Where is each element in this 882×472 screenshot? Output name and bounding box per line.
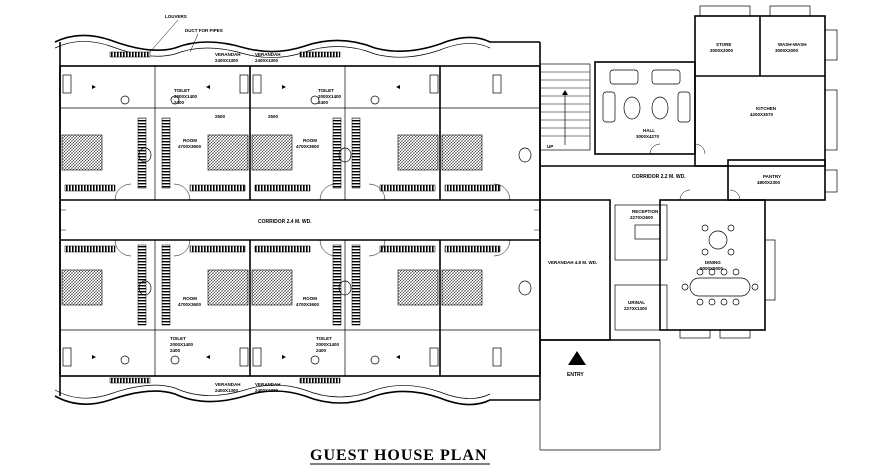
label-room-3: ROOM <box>183 296 197 301</box>
staircase <box>539 63 591 151</box>
label-dining: DINING <box>705 260 721 265</box>
label-store: STORE <box>716 42 731 47</box>
main-block-walls <box>54 34 541 406</box>
label-room-3-dim: 4700X3600 <box>178 302 202 307</box>
plan-title: GUEST HOUSE PLAN <box>310 447 488 464</box>
label-dim-2500-a: 2500 <box>215 114 226 119</box>
label-pantry: PANTRY <box>763 174 781 179</box>
label-veranda-1: VERANDAH <box>215 52 241 57</box>
label-duct: DUCT FOR PIPES <box>185 28 223 33</box>
label-toilet-1: TOILET <box>174 88 190 93</box>
label-dining-dim: 5000X5000 <box>700 266 724 271</box>
label-veranda-2-dim: 2400X1300 <box>255 58 279 63</box>
label-room-1: ROOM <box>183 138 197 143</box>
label-toilet-2-dim: 2000X1400 <box>318 94 342 99</box>
label-hall: HALL <box>643 128 655 133</box>
label-toilet-4: TOILET <box>316 336 332 341</box>
label-toilet-3: TOILET <box>170 336 186 341</box>
label-toilet-3-dim: 2000X1400 <box>170 342 194 347</box>
label-urinal-dim: 2270X1300 <box>624 306 648 311</box>
label-veranda-side: VERANDAH 4.8 M. WD. <box>548 260 597 265</box>
label-up: UP <box>547 144 553 149</box>
label-room-1-dim: 4700X3600 <box>178 144 202 149</box>
label-dim-2500-b: 2500 <box>268 114 279 119</box>
label-toilet-1-dimb: 2400 <box>174 100 185 105</box>
label-toilet-2: TOILET <box>318 88 334 93</box>
label-toilet-3-dimb: 2400 <box>170 348 181 353</box>
label-pantry-dim: 4800X2300 <box>757 180 781 185</box>
label-louvers: LOUVERS <box>165 14 187 19</box>
beds <box>61 134 483 306</box>
label-reception-dim: 2270X2600 <box>630 215 654 220</box>
label-corridor-top: CORRIDOR 2.2 M. WD. <box>632 174 686 180</box>
label-entry: ENTRY <box>567 372 584 378</box>
label-veranda-3-dim: 2400X1300 <box>215 388 239 393</box>
label-room-4-dim: 4700X3600 <box>296 302 320 307</box>
label-store-dim: 3000X2000 <box>710 48 734 53</box>
label-veranda-2: VERANDAH <box>255 52 281 57</box>
label-veranda-4: VERANDAH <box>255 382 281 387</box>
label-toilet-4-dim: 2000X1400 <box>316 342 340 347</box>
plan-labels: LOUVERS DUCT FOR PIPES VERANDAH 2400X130… <box>149 14 807 393</box>
label-veranda-3: VERANDAH <box>215 382 241 387</box>
label-veranda-4-dim: 2400X1300 <box>255 388 279 393</box>
label-room-2-dim: 4700X3600 <box>296 144 320 149</box>
label-corridor-main: CORRIDOR 2.4 M. WD. <box>258 219 312 225</box>
label-room-4: ROOM <box>303 296 317 301</box>
label-toilet-2-dimb: 2400 <box>318 100 329 105</box>
label-toilet-1-dim: 2000X1400 <box>174 94 198 99</box>
label-room-2: ROOM <box>303 138 317 143</box>
right-wing-walls <box>539 5 838 451</box>
label-urinal: URINAL <box>628 300 645 305</box>
label-wash: WASH-WASH <box>778 42 807 47</box>
label-wash-dim: 3000X2000 <box>775 48 799 53</box>
label-veranda-1-dim: 2400X1300 <box>215 58 239 63</box>
fixtures <box>62 74 532 367</box>
label-kitchen-dim: 4200X3570 <box>750 112 774 117</box>
label-hall-dim: 3000X4270 <box>636 134 660 139</box>
label-toilet-4-dimb: 2400 <box>316 348 327 353</box>
label-reception: RECEPTION <box>632 209 658 214</box>
label-kitchen: KITCHEN <box>756 106 776 111</box>
